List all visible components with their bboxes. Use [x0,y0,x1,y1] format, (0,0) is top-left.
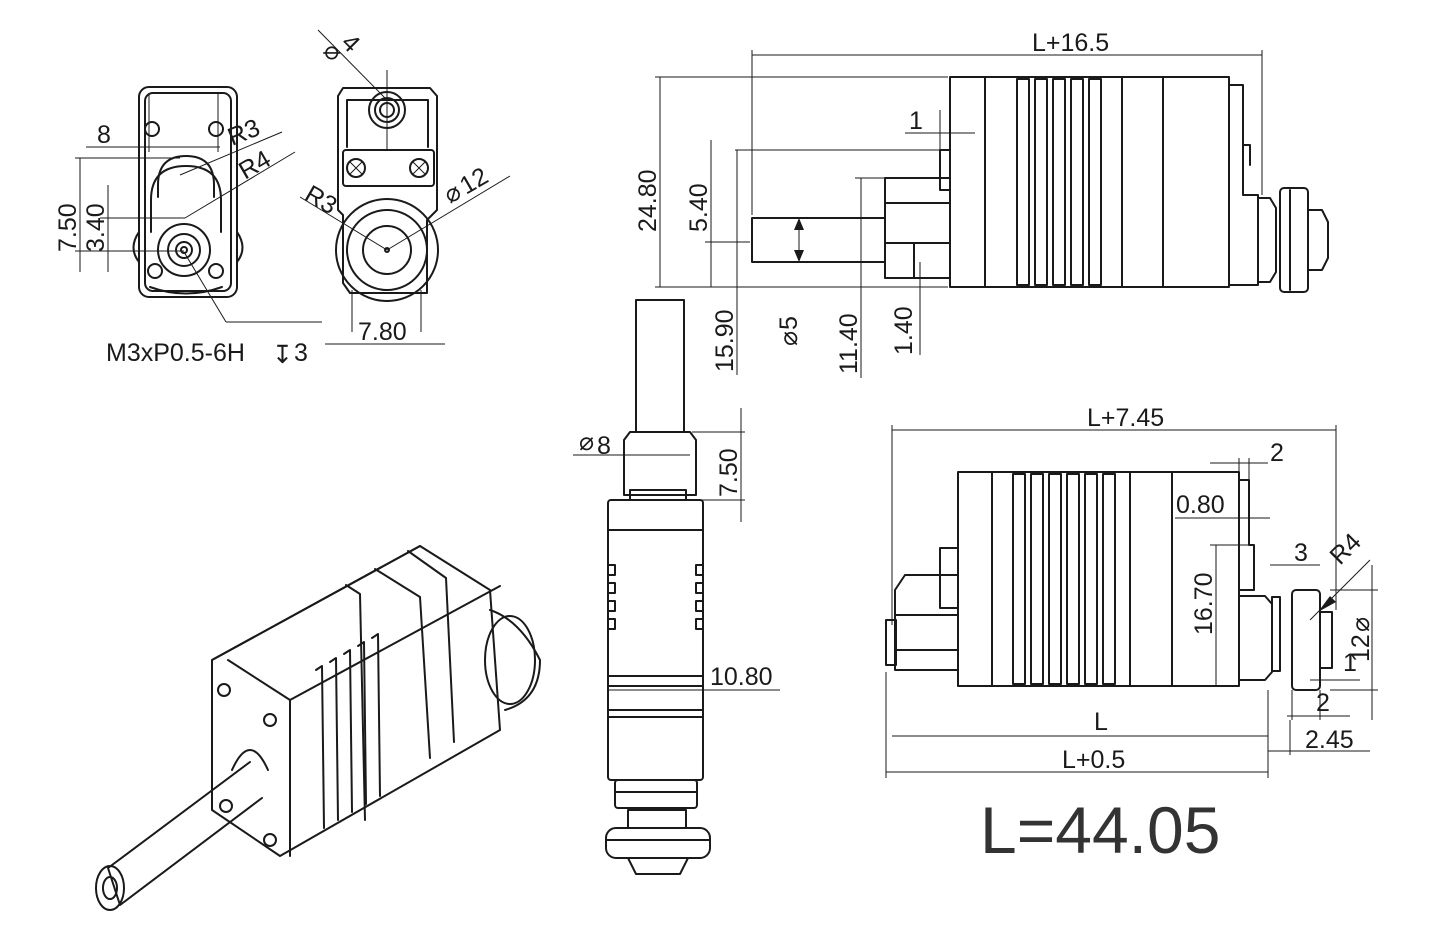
front-body-outline [138,86,238,298]
dim-2: 2 [1270,439,1284,467]
dim-r3: R3 [224,114,264,152]
end-body-outline [337,87,438,294]
side-top-shaft-housing [884,177,951,279]
mounting-hole [147,263,163,279]
side-view-top: L+16.5 1 24.80 5.40 15.90 ⌀ 5 11.40 1.40 [634,29,1329,378]
depth-symbol: ↧ [272,341,293,369]
dim-l-plus-7-45: L+7.45 [1087,404,1164,432]
iso-heat-sink-fins [315,633,381,829]
dim-r4-bottom: R4 [1324,528,1366,570]
iso-pulley [489,609,541,711]
vertical-fins-left [607,564,616,630]
dim-r4: R4 [234,145,276,185]
heat-sink-fins-bottom [1012,473,1116,685]
dim-dia-5: 5 [775,316,803,330]
side-top-pulley [1279,187,1309,293]
front-view: 8 R3 R4 7.50 3.40 M3xP0.5-6H ↧ 3 [54,86,322,369]
dim-1: 1 [1343,649,1357,677]
dim-width-7-80: 7.80 [358,318,407,346]
side-bottom-pulley [1291,589,1321,691]
dim-height-11-40: 11.40 [835,313,863,374]
side-view-bottom: L+7.45 2 0.80 16.70 3 R4 ⌀ 12 1 2 L 2.45 [885,404,1378,778]
side-top-shaft [751,217,886,263]
end-view: 7.80 ⌀ 4 R3 ⌀ 12 [299,28,511,346]
mounting-hole [208,263,224,279]
dim-height-7-50: 7.50 [715,448,743,497]
heat-sink-fins [1016,78,1102,286]
thread-depth: 3 [294,339,308,367]
vertical-shaft-collar [623,431,697,496]
dim-0-80: 0.80 [1176,491,1225,519]
dim-height-3-40: 3.40 [82,203,110,252]
dim-height-1-40: 1.40 [890,306,918,355]
dim-width-10-80: 10.80 [710,663,773,691]
dim-l-plus-16-5: L+16.5 [1032,29,1109,57]
dim-length-l: L [1094,708,1108,736]
thread-callout: M3xP0.5-6H [106,339,245,367]
length-value: L=44.05 [980,793,1220,867]
iso-shaft [107,761,263,906]
front-output-boss [157,223,211,277]
dim-l-plus-0-5: L+0.5 [1062,746,1125,774]
dim-2-45: 2.45 [1305,726,1354,754]
dim-2-bottom: 2 [1316,689,1330,717]
dim-height-5-40: 5.40 [685,183,713,232]
dim-r3-end: R3 [300,180,342,220]
vertical-pulley [605,827,711,859]
dim-width-8: 8 [97,121,111,149]
dim-height-16-70: 16.70 [1190,572,1218,635]
vertical-body [607,499,704,781]
dim-dia-12-bottom: 12 [1347,634,1375,662]
mounting-hole [208,121,224,137]
dim-dia-8: 8 [597,432,611,460]
dim-height-24-80: 24.80 [634,169,662,232]
dim-step-1: 1 [909,107,923,135]
dim-height-7-50: 7.50 [54,203,82,252]
vertical-fins-right [695,564,704,630]
dia-symbol: ⌀ [579,428,594,456]
vertical-view: ⌀ 8 7.50 10.80 [573,299,780,875]
dia-symbol: ⌀ [1347,617,1375,632]
end-flange [335,198,439,302]
dim-3: 3 [1294,539,1308,567]
mounting-hole [144,121,160,137]
side-bottom-connector [894,574,959,671]
isometric-view [95,545,541,911]
dia-symbol: ⌀ [775,331,803,346]
dim-height-15-90: 15.90 [711,309,739,372]
vertical-shaft [635,299,685,433]
